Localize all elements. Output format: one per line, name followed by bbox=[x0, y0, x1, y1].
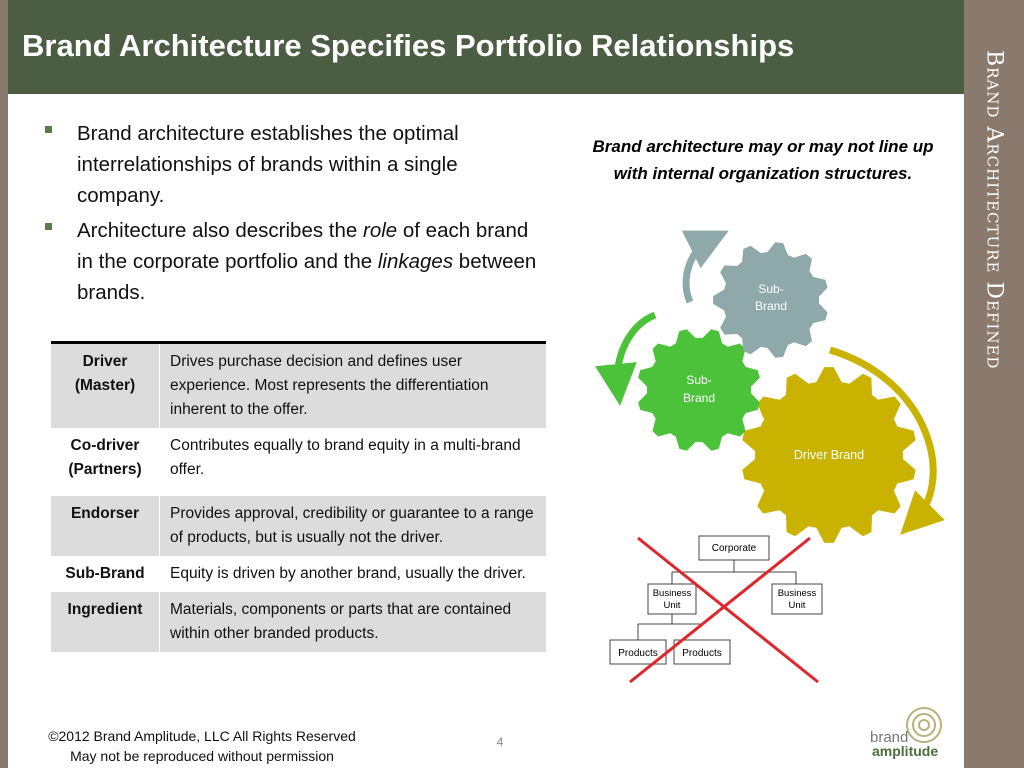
table-row: Ingredient Materials, components or part… bbox=[51, 592, 546, 652]
red-cross-line bbox=[637, 536, 819, 684]
bullet-item: Brand architecture establishes the optim… bbox=[42, 118, 542, 211]
org-label-bu2-line1: Business bbox=[778, 588, 817, 599]
description-cell: Provides approval, credibility or guaran… bbox=[159, 496, 546, 556]
brand-roles-table: Driver (Master) Drives purchase decision… bbox=[51, 341, 546, 652]
logo-word-amplitude: amplitude bbox=[872, 743, 939, 759]
permission-line: May not be reproduced without permission bbox=[70, 748, 334, 764]
logo-rings-icon bbox=[906, 707, 942, 743]
driver-brand-gear bbox=[742, 367, 916, 543]
gear-top-shape bbox=[713, 242, 828, 358]
description-cell: Drives purchase decision and defines use… bbox=[159, 342, 546, 428]
sub-brand-gear-middle bbox=[638, 329, 760, 451]
title-bar: Brand Architecture Specifies Portfolio R… bbox=[8, 0, 964, 94]
org-box-business-unit bbox=[771, 583, 823, 615]
table-row: Endorser Provides approval, credibility … bbox=[51, 496, 546, 556]
bullet-list: Brand architecture establishes the optim… bbox=[42, 118, 542, 312]
role-cell: Co-driver (Partners) bbox=[51, 428, 160, 488]
copyright-line: ©2012 Brand Amplitude, LLC All Rights Re… bbox=[48, 728, 356, 744]
role-cell: Endorser bbox=[51, 496, 160, 556]
yellow-rotation-arrow bbox=[828, 346, 945, 535]
description-cell: Materials, components or parts that are … bbox=[159, 592, 546, 652]
bullet-square-icon bbox=[45, 223, 52, 230]
bullet-emphasis-role: role bbox=[363, 219, 398, 242]
org-box-products bbox=[673, 639, 731, 665]
row-spacer bbox=[51, 488, 546, 496]
bullet-text-pre: Architecture also describes the bbox=[77, 219, 363, 242]
gear-top-label-line2: Brand bbox=[755, 299, 787, 313]
org-label-bu1-line1: Business bbox=[653, 588, 692, 599]
gear-driver-label: Driver Brand bbox=[794, 448, 864, 462]
bullet-text-post: between brands. bbox=[77, 250, 537, 304]
description-cell: Equity is driven by another brand, usual… bbox=[170, 565, 526, 582]
copyright-footer: ©2012 Brand Amplitude, LLC All Rights Re… bbox=[32, 726, 372, 766]
table-row: Sub-Brand Equity is driven by another br… bbox=[51, 556, 546, 592]
org-label-bu2-line2: Unit bbox=[789, 600, 806, 611]
org-label-products2: Products bbox=[682, 648, 721, 659]
description-cell: Contributes equally to brand equity in a… bbox=[170, 437, 521, 478]
role-cell: Ingredient bbox=[51, 592, 160, 652]
gear-middle-label-line2: Brand bbox=[683, 391, 715, 405]
bullet-item: Architecture also describes the role of … bbox=[42, 215, 542, 308]
left-border bbox=[0, 0, 8, 768]
green-rotation-arrow bbox=[595, 311, 657, 406]
gear-middle-shape bbox=[638, 329, 760, 451]
role-cell: Driver (Master) bbox=[51, 342, 160, 428]
gear-driver-shape bbox=[742, 367, 916, 543]
gear-middle-label-line1: Sub- bbox=[686, 373, 711, 387]
bullet-text-mid: of each brand in the corporate portfolio… bbox=[77, 219, 529, 273]
section-sidebar: Brand Architecture Defined bbox=[964, 0, 1024, 768]
org-label-bu1-line2: Unit bbox=[664, 600, 681, 611]
slide-title: Brand Architecture Specifies Portfolio R… bbox=[22, 28, 795, 63]
sub-brand-gear-top bbox=[713, 242, 828, 358]
bullet-square-icon bbox=[45, 126, 52, 133]
red-cross-line bbox=[629, 536, 811, 684]
role-cell: Sub-Brand bbox=[51, 556, 160, 592]
logo-word-brand: brand bbox=[870, 729, 909, 746]
org-box-business-unit bbox=[647, 583, 697, 615]
table-row: Driver (Master) Drives purchase decision… bbox=[51, 342, 546, 428]
brand-amplitude-logo: brand amplitude bbox=[862, 705, 957, 760]
table-row: Co-driver (Partners) Contributes equally… bbox=[51, 428, 546, 488]
gear-top-label-line1: Sub- bbox=[758, 282, 783, 296]
bullet-emphasis-linkages: linkages bbox=[377, 250, 454, 273]
org-label-products1: Products bbox=[618, 648, 657, 659]
bullet-text: Brand architecture establishes the optim… bbox=[77, 122, 459, 207]
org-label-corporate: Corporate bbox=[712, 543, 757, 554]
page-number: 4 bbox=[496, 735, 504, 749]
org-chart: Corporate Business Unit Business Unit Pr… bbox=[609, 535, 823, 684]
callout-text: Brand architecture may or may not line u… bbox=[592, 137, 934, 183]
section-title: Brand Architecture Defined bbox=[981, 50, 1007, 370]
org-box-corporate bbox=[698, 535, 770, 561]
teal-rotation-arrow bbox=[681, 230, 729, 304]
gear-diagram: Sub- Brand Sub- Brand Driver Brand Corpo… bbox=[595, 230, 945, 684]
